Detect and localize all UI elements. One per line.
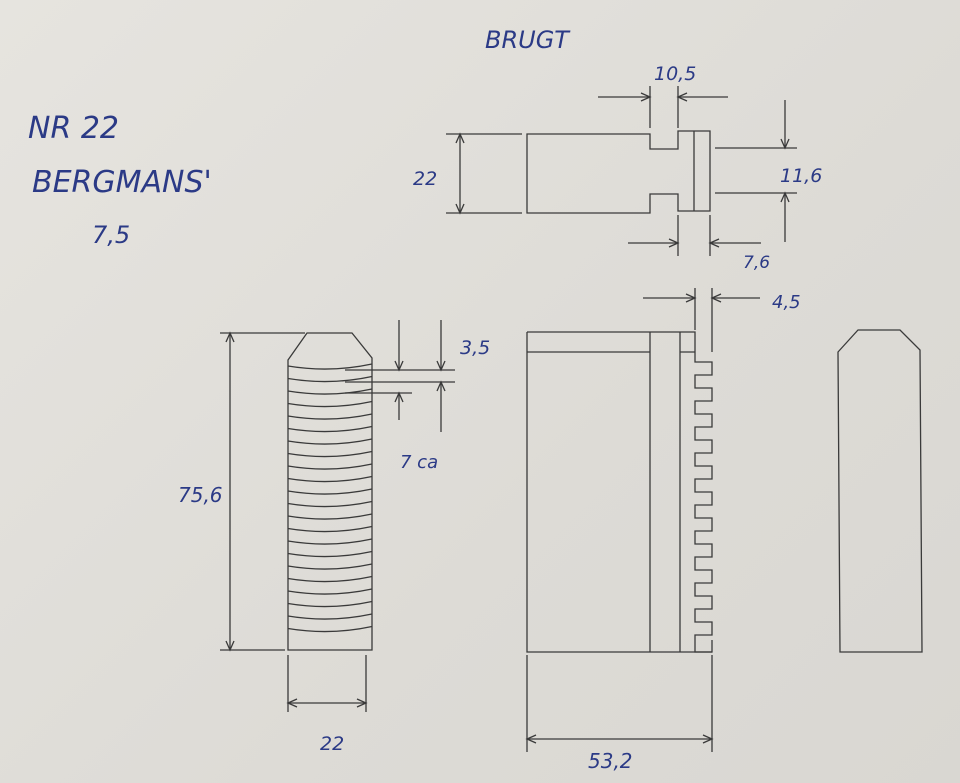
dim-flange-line	[628, 215, 761, 256]
dim-front-width: 53,2	[588, 749, 633, 773]
arrowhead	[394, 391, 404, 403]
arrowhead	[668, 238, 680, 248]
arrowhead	[225, 331, 235, 343]
arrowhead	[640, 92, 652, 102]
thread-line	[287, 463, 373, 470]
arrowhead	[356, 698, 368, 708]
thread-line	[287, 363, 373, 370]
arrowhead	[394, 360, 404, 372]
thread-line	[287, 588, 373, 595]
dim-tooth-depth-line	[643, 288, 760, 352]
arrowhead	[525, 734, 537, 744]
arrowhead	[436, 380, 446, 392]
front-view-outline	[526, 331, 712, 653]
dim-pitch-line	[345, 320, 455, 432]
drawing-lines	[220, 86, 923, 752]
arrowhead	[710, 293, 722, 303]
dim-top-height-line	[446, 133, 522, 214]
thread-line	[287, 500, 373, 508]
maker-name: BERGMANS'	[32, 165, 212, 200]
dim-length-line	[220, 332, 305, 651]
top-view-outline	[526, 130, 711, 214]
arrowhead	[780, 191, 790, 203]
dim-neck: 11,6	[780, 165, 822, 187]
arrowhead	[702, 734, 714, 744]
dim-side-width-line	[287, 655, 367, 712]
thread-line	[287, 550, 373, 558]
side-view-outline	[287, 332, 373, 651]
dim-groove: 10,5	[654, 63, 696, 85]
part-number: NR 22	[28, 111, 119, 146]
thread-line	[287, 388, 373, 395]
thread-line	[287, 450, 373, 458]
thread-line	[287, 600, 373, 608]
thread-line	[287, 425, 373, 433]
arrowhead	[676, 92, 688, 102]
arrowhead	[455, 132, 465, 144]
status-label: BRUGT	[485, 26, 571, 54]
size-note: 7,5	[92, 221, 130, 249]
thread-line	[287, 475, 373, 483]
thread-line	[287, 400, 373, 408]
thread-line	[287, 513, 373, 520]
arrowhead	[685, 293, 697, 303]
dim-tooth: 7 ca	[400, 452, 438, 473]
front-view-inner-lines	[527, 332, 695, 652]
arrowhead	[455, 203, 465, 215]
tooth-profile	[694, 352, 713, 653]
thread-line	[287, 563, 373, 570]
dim-length: 75,6	[178, 483, 223, 507]
thread-line	[287, 525, 373, 533]
thread-line	[287, 438, 373, 445]
dim-front-width-line	[526, 655, 713, 752]
thread-line	[287, 538, 373, 545]
arrowhead	[780, 138, 790, 150]
thread-line	[287, 625, 373, 633]
dim-top-height: 22	[413, 168, 437, 190]
thread-line	[287, 575, 373, 583]
thread-line	[287, 613, 373, 620]
arrowhead	[286, 698, 298, 708]
dim-groove-line	[598, 86, 728, 128]
thread-line	[287, 413, 373, 420]
arrowhead	[708, 238, 720, 248]
dim-pitch: 3,5	[460, 337, 490, 359]
dim-neck-line	[715, 100, 797, 242]
dim-side-width: 22	[320, 733, 344, 755]
thread-line	[287, 488, 373, 495]
arrowhead	[436, 360, 446, 372]
end-view-outline	[837, 329, 923, 653]
dim-tooth-depth: 4,5	[772, 292, 801, 313]
arrowhead	[225, 640, 235, 652]
dim-flange: 7,6	[743, 253, 770, 273]
thread-line	[287, 375, 373, 383]
